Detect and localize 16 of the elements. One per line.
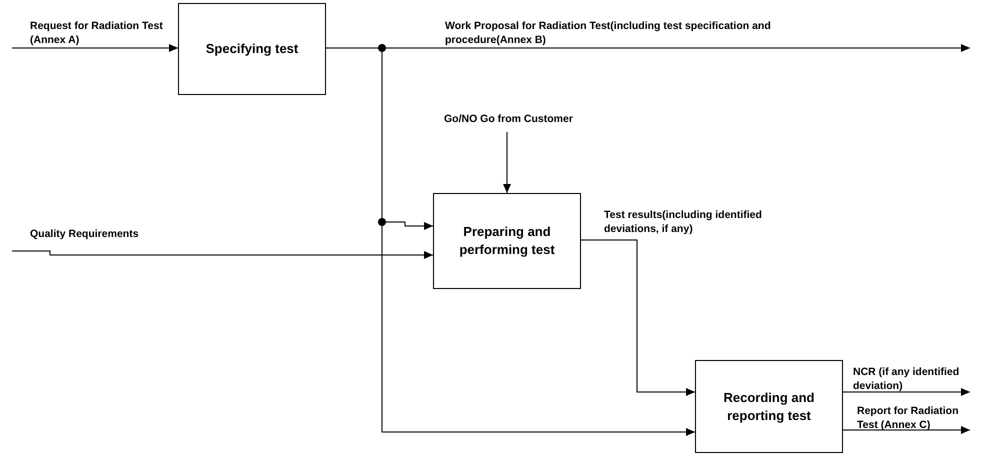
process-box: Specifying test	[178, 3, 326, 95]
arrow	[842, 388, 970, 396]
process-box: Recording and reporting test	[695, 360, 843, 453]
arrow	[503, 132, 511, 194]
arrow	[842, 426, 970, 434]
arrow	[12, 44, 178, 52]
arrow	[580, 240, 696, 396]
edge-label: Test results(including identified deviations, if any)	[604, 209, 763, 236]
process-box: Preparing and performing test	[433, 193, 581, 289]
edge-label: Report for Radiation Test (Annex C)	[857, 405, 960, 432]
edge-label: Quality Requirements	[30, 228, 140, 242]
arrow	[12, 250, 434, 259]
edge-label: Go/NO Go from Customer	[444, 113, 574, 127]
edge-label: NCR (if any identified deviation)	[853, 366, 960, 394]
edge-label: Request for Radiation Test (Annex A)	[30, 20, 164, 48]
edge-label: Work Proposal for Radiation Test(including test specification and procedure(Annex B)	[445, 20, 772, 48]
